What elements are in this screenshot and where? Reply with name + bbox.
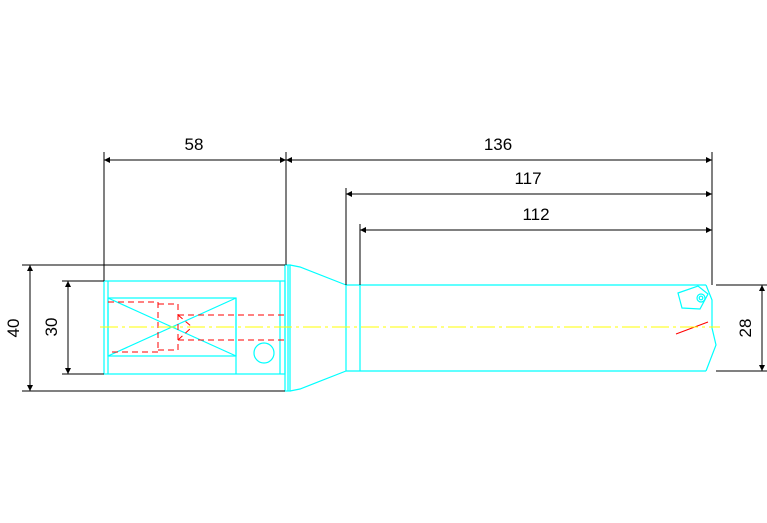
label-117: 117 bbox=[514, 169, 541, 188]
dimension-lines bbox=[22, 152, 767, 392]
taper-top bbox=[289, 264, 347, 286]
label-28: 28 bbox=[736, 319, 755, 338]
taper-bottom bbox=[289, 370, 347, 392]
label-30: 30 bbox=[42, 318, 61, 337]
label-136: 136 bbox=[484, 135, 512, 154]
coolant-exit-line bbox=[675, 321, 709, 335]
dimension-labels: 58 136 117 112 40 30 28 bbox=[4, 135, 755, 337]
channel-cone-a bbox=[177, 314, 193, 328]
tool-outline bbox=[103, 264, 717, 392]
clamp-screw-icon bbox=[253, 342, 275, 364]
label-58: 58 bbox=[185, 135, 204, 154]
coolant-step-hidden bbox=[158, 303, 179, 351]
insert-screw-icon bbox=[696, 293, 706, 303]
insert-screw-inner bbox=[698, 295, 704, 301]
label-40: 40 bbox=[4, 319, 23, 338]
channel-cone-b bbox=[177, 326, 193, 341]
label-112: 112 bbox=[522, 205, 549, 224]
insert-icon bbox=[677, 285, 709, 310]
drill-tip bbox=[705, 284, 717, 372]
